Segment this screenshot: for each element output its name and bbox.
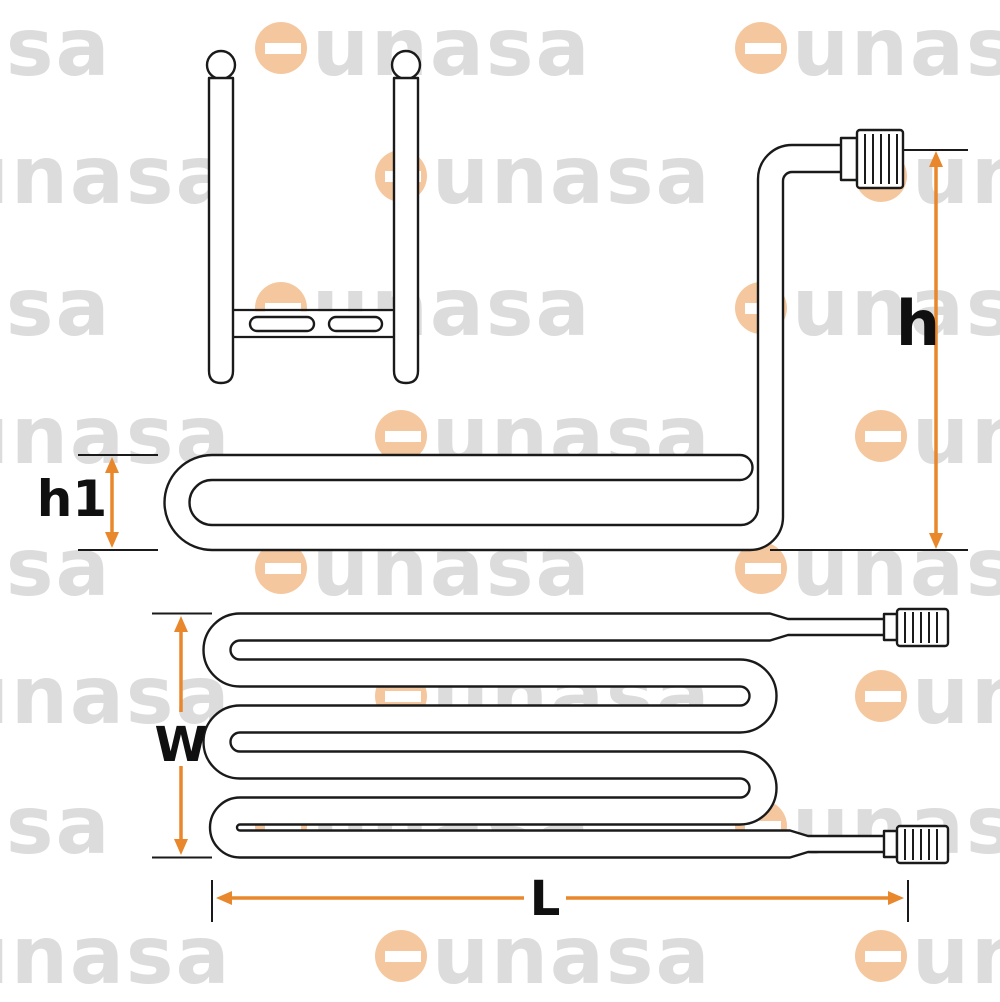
watermark-text: unasa: [0, 909, 232, 1002]
watermark: unasa: [255, 8, 592, 88]
watermark: unasa: [855, 396, 1000, 476]
l-label: L: [530, 871, 561, 927]
watermark-text: unasa: [912, 129, 1000, 222]
h1-arrow-head-bottom: [105, 532, 119, 548]
coil-slot-2: [327, 315, 384, 333]
watermark-text: unasa: [912, 909, 1000, 1002]
watermark: unasa: [0, 136, 232, 216]
bottom-terminal-threaded-fitting: [882, 824, 950, 865]
side-view-threaded-fitting: [839, 128, 905, 190]
watermark: unasa: [0, 916, 232, 996]
h-label: h: [896, 287, 940, 360]
h1-label: h1: [37, 470, 107, 528]
front-view: [205, 49, 422, 385]
watermark: unasa: [0, 268, 112, 348]
watermark: unasa: [735, 268, 1000, 348]
tube-right: [392, 76, 420, 385]
dimension-h1: h1: [37, 454, 158, 551]
h-extension-lines: [770, 149, 968, 551]
watermark-text: unasa: [0, 779, 112, 872]
watermark: unasa: [0, 528, 112, 608]
h-arrow-head-bottom: [929, 533, 943, 549]
serpentine-tube-outline: [202, 612, 899, 859]
eunasa-logo-e-icon: [855, 930, 907, 982]
watermark-text: unasa: [0, 129, 232, 222]
side-view-tube-outline: [163, 143, 847, 552]
dimension-h: h: [770, 149, 968, 551]
fitting-neck: [882, 829, 899, 859]
eunasa-logo-e-icon: [255, 22, 307, 74]
terminal-ring-right: [390, 49, 422, 81]
watermark-text: unasa: [0, 1, 112, 94]
dimension-l: L: [211, 871, 909, 927]
watermark-text: unasa: [0, 521, 112, 614]
watermark-text: unasa: [0, 261, 112, 354]
watermark-text: unasa: [912, 649, 1000, 742]
watermark: unasa: [0, 786, 112, 866]
watermark-text: unasa: [792, 1, 1000, 94]
coil-slot-1: [248, 315, 316, 333]
l-extension-lines: [211, 880, 909, 922]
thread-ridges: [904, 829, 938, 860]
w-arrow-head-bottom: [174, 839, 188, 855]
fitting-neck: [882, 612, 899, 642]
eunasa-logo-e-icon: [735, 22, 787, 74]
h1-arrow-head-top: [105, 457, 119, 473]
eunasa-logo-e-icon: [375, 930, 427, 982]
watermark-text: unasa: [0, 649, 232, 742]
tube-left: [207, 76, 235, 385]
watermark-text: unasa: [792, 521, 1000, 614]
top-view: [202, 607, 950, 865]
watermark: unasa: [735, 8, 1000, 88]
watermark: unasa: [855, 656, 1000, 736]
fitting-threads: [895, 607, 950, 648]
watermark-text: unasa: [312, 1, 592, 94]
w-label: W: [155, 717, 208, 773]
top-terminal-threaded-fitting: [882, 607, 950, 648]
watermark: unasa: [735, 528, 1000, 608]
eunasa-logo-e-icon: [855, 670, 907, 722]
l-arrow-head-left: [216, 891, 232, 905]
w-arrow-head-top: [174, 616, 188, 632]
h1-extension-lines: [78, 454, 158, 551]
watermark: unasa: [375, 916, 712, 996]
side-view: [163, 128, 905, 552]
watermark-text: unasa: [792, 261, 1000, 354]
terminal-ring-left: [205, 49, 237, 81]
dimension-w: W: [152, 612, 212, 859]
watermark: unasa: [855, 916, 1000, 996]
h-arrow-head-top: [929, 151, 943, 167]
watermark-text: unasa: [912, 389, 1000, 482]
thread-ridges: [904, 612, 938, 643]
thread-ridges: [864, 134, 898, 184]
watermark: unasa: [0, 656, 232, 736]
coil-band-edges: [233, 308, 394, 339]
fitting-neck: [839, 136, 859, 182]
watermark-text: unasa: [432, 909, 712, 1002]
l-arrow-head-right: [888, 891, 904, 905]
w-extension-lines: [152, 612, 212, 859]
watermark-text: unasa: [432, 129, 712, 222]
watermark: unasa: [0, 8, 112, 88]
fitting-threads: [895, 824, 950, 865]
eunasa-logo-e-icon: [855, 410, 907, 462]
eunasa-logo-e-icon: [375, 410, 427, 462]
